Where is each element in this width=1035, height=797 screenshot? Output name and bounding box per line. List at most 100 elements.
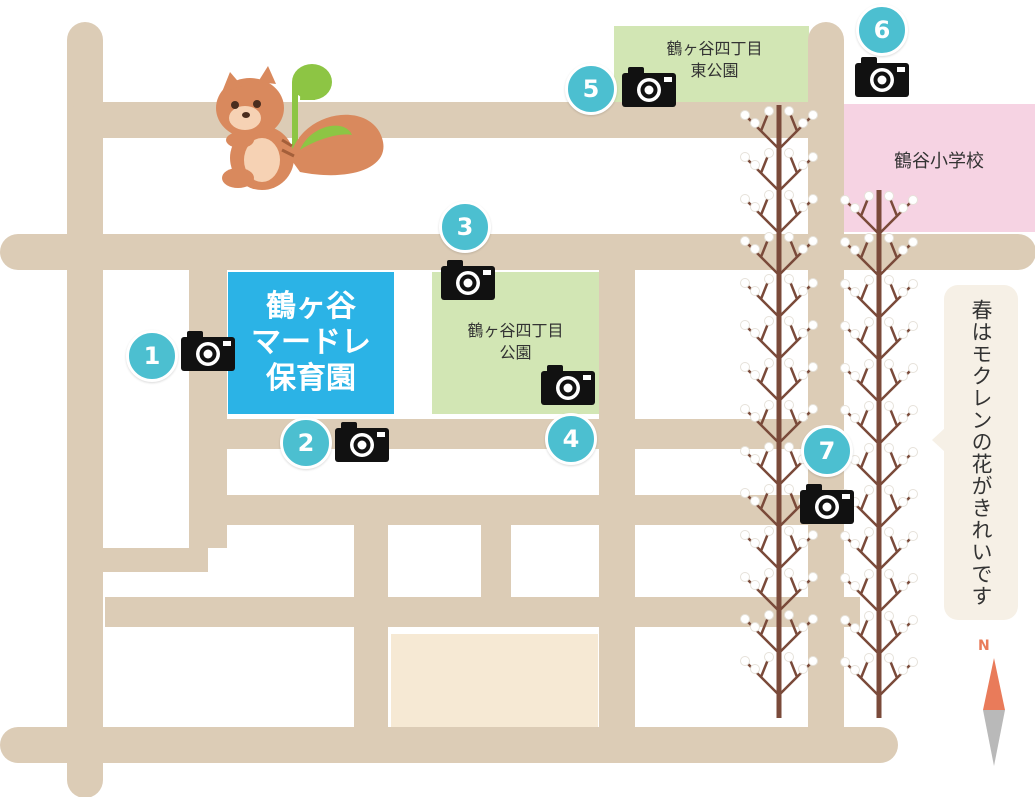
tree-branch [744, 530, 780, 570]
magnolia-flower [740, 530, 750, 540]
magnolia-flower [784, 526, 794, 536]
tree-branch [744, 194, 780, 234]
photo-spot-pin-3[interactable]: 3 [439, 201, 491, 253]
magnolia-flower [784, 358, 794, 368]
photo-spot-pin-1[interactable]: 1 [126, 330, 178, 382]
magnolia-flower [784, 610, 794, 620]
tree-branch [844, 531, 880, 571]
magnolia-flower [808, 404, 818, 414]
magnolia-flower [850, 245, 860, 255]
camera-icon[interactable] [441, 260, 495, 300]
tree-branch [844, 279, 880, 319]
magnolia-flower [864, 569, 874, 579]
magnolia-flower [864, 275, 874, 285]
nursery-label-line2: マードレ [251, 325, 371, 360]
magnolia-flower [908, 447, 918, 457]
magnolia-flower [884, 401, 894, 411]
magnolia-flower [798, 328, 808, 338]
magnolia-flower [908, 363, 918, 373]
magnolia-flower [908, 237, 918, 247]
tree-branch [844, 657, 880, 697]
camera-icon[interactable] [800, 484, 854, 524]
nursery-label-line1: 鶴ヶ谷 [266, 289, 356, 324]
magnolia-flower [764, 190, 774, 200]
magnolia-flower [740, 110, 750, 120]
photo-spot-pin-2[interactable]: 2 [280, 417, 332, 469]
magnolia-flower [898, 371, 908, 381]
magnolia-flower [740, 614, 750, 624]
magnolia-flower [740, 572, 750, 582]
magnolia-flower [850, 413, 860, 423]
tree-branch [878, 615, 914, 655]
tree-branch [744, 362, 780, 402]
magnolia-flower [798, 538, 808, 548]
magnolia-flower [764, 484, 774, 494]
magnolia-flower [750, 664, 760, 674]
magnolia-flower [750, 622, 760, 632]
magnolia-flower [884, 527, 894, 537]
magnolia-flower [740, 152, 750, 162]
photo-spot-pin-4[interactable]: 4 [545, 413, 597, 465]
magnolia-flower [750, 118, 760, 128]
photo-spot-pin-6[interactable]: 6 [856, 4, 908, 56]
magnolia-tree-row [740, 105, 918, 718]
magnolia-flower [840, 573, 850, 583]
magnolia-flower [898, 497, 908, 507]
tree-branch [778, 530, 814, 570]
magnolia-flower [850, 329, 860, 339]
camera-icon[interactable] [335, 422, 389, 462]
magnolia-flower [884, 611, 894, 621]
tree-branch [744, 656, 780, 696]
magnolia-flower [750, 454, 760, 464]
magnolia-flower [764, 358, 774, 368]
park-label-line2: 公園 [499, 342, 532, 362]
magnolia-flower [764, 106, 774, 116]
nursery-madre: 鶴ヶ谷 マードレ 保育園 [228, 272, 394, 414]
tree-branch [878, 657, 914, 697]
tree-branch [878, 363, 914, 403]
tree-branch [844, 321, 880, 361]
magnolia-flower [908, 279, 918, 289]
magnolia-flower [750, 580, 760, 590]
tree-branch [878, 321, 914, 361]
magnolia-flower [850, 623, 860, 633]
magnolia-flower [808, 572, 818, 582]
school-area [843, 104, 1035, 232]
park-label: 鶴ヶ谷四丁目 公園 [432, 320, 599, 363]
magnolia-flower [750, 496, 760, 506]
magnolia-flower [864, 359, 874, 369]
camera-icon[interactable] [855, 57, 909, 97]
park-east-label: 鶴ヶ谷四丁目 東公園 [632, 38, 797, 81]
camera-icon[interactable] [541, 365, 595, 405]
magnolia-flower [750, 202, 760, 212]
magnolia-flower [864, 317, 874, 327]
magnolia-flower [784, 232, 794, 242]
camera-icon[interactable] [622, 67, 676, 107]
photo-spot-pin-7[interactable]: 7 [801, 425, 853, 477]
tree-branch [744, 446, 780, 486]
magnolia-flower [764, 442, 774, 452]
tree-branch [778, 194, 814, 234]
magnolia-flower [908, 615, 918, 625]
magnolia-flower [740, 278, 750, 288]
tree-branch [778, 320, 814, 360]
magnolia-flower [908, 489, 918, 499]
magnolia-flower [864, 527, 874, 537]
tree-branch [878, 405, 914, 445]
photo-spot-pin-5[interactable]: 5 [565, 63, 617, 115]
magnolia-flower [898, 539, 908, 549]
camera-icon[interactable] [181, 331, 235, 371]
magnolia-flower [898, 413, 908, 423]
park-east-label-line2: 東公園 [690, 60, 739, 80]
magnolia-flower [798, 160, 808, 170]
magnolia-flower [764, 400, 774, 410]
magnolia-flower [750, 286, 760, 296]
magnolia-flower [764, 148, 774, 158]
tree-branch [844, 363, 880, 403]
school-label: 鶴谷小学校 [894, 151, 984, 172]
magnolia-flower [784, 148, 794, 158]
magnolia-flower [898, 581, 908, 591]
tree-branch [744, 320, 780, 360]
magnolia-flower [764, 610, 774, 620]
